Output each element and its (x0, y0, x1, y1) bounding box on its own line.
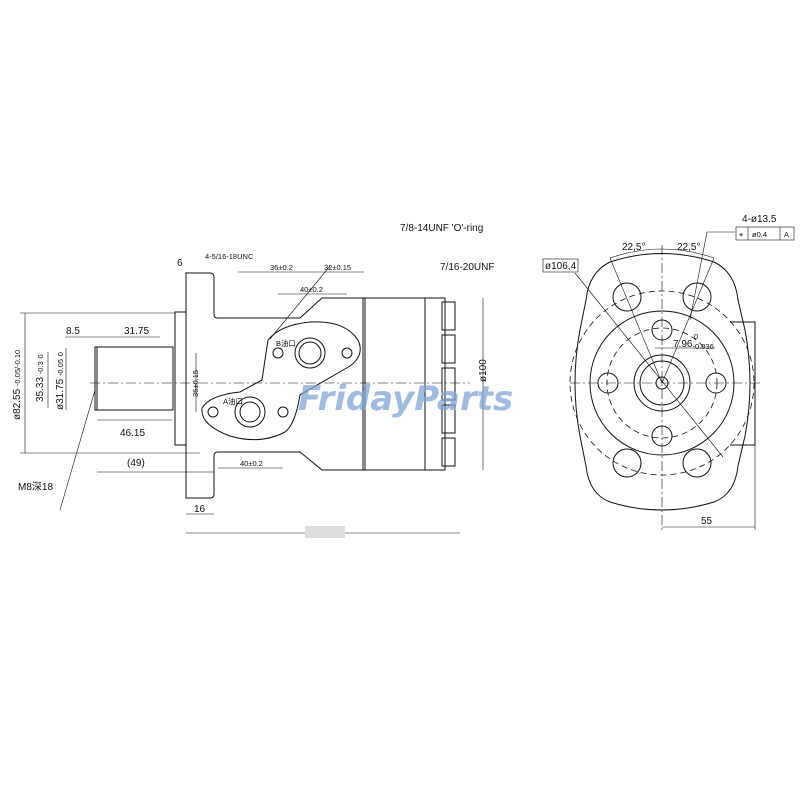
flange (185, 272, 446, 499)
dim-offset: 55 (701, 516, 713, 527)
dim-bolt-circle: ø106,4 (545, 261, 577, 272)
shaft (94, 346, 174, 411)
dim-oring-port: 7/8-14UNF 'O'-ring (400, 223, 483, 234)
dim-key-width-upper: 0 (694, 332, 698, 341)
dim-bolt-thread: 4-5/16-18UNC (205, 252, 254, 261)
dim-mount-holes: 4-ø13.5 (742, 214, 777, 225)
dim-port-spacing: 36±0.2 (270, 263, 293, 272)
dim-vertical-port-spacing: 36±0.15 (191, 370, 200, 397)
mount-flange (574, 253, 751, 511)
port-a-label: A油口 (223, 396, 243, 406)
position-symbol-icon: ⌖ (739, 230, 744, 239)
dim-key-offset: 8.5 (66, 326, 80, 337)
bolt-heads (441, 301, 456, 467)
blurred-dimension (305, 526, 345, 538)
dim-shaft-length: 46.15 (120, 428, 145, 439)
dim-shaft-total: (49) (127, 458, 145, 469)
dim-flange-thickness: 6 (177, 258, 183, 269)
dim-position-tol: ø0.4 (752, 230, 767, 239)
port-a (234, 396, 266, 428)
dim-flange-width: 16 (194, 504, 206, 515)
port-b (294, 337, 326, 369)
position-tolerance-frame (735, 226, 795, 241)
dim-center-thread: M8深18 (18, 481, 53, 493)
dim-key-height: 35.33 -0.3 0 (35, 354, 46, 402)
dim-body-dia: ø100 (478, 359, 489, 382)
datum-label: A (784, 230, 789, 239)
front-view (542, 226, 795, 530)
pilot (174, 311, 187, 446)
dim-angle-right: 22,5° (677, 242, 700, 253)
dim-shaft-dia: ø31.75 -0.05 0 (55, 352, 66, 410)
dim-port-span-top: 40±0.2 (300, 285, 323, 294)
dim-key-width: 7.96-0.036 (673, 339, 714, 351)
port-b-label: B油口 (276, 338, 296, 348)
side-view (20, 265, 484, 534)
dim-drain-port: 7/16-20UNF (440, 262, 494, 273)
dim-port-offset: 32±0.15 (324, 263, 351, 272)
dim-key-length: 31.75 (124, 326, 149, 337)
dim-port-span-bottom: 40±0.2 (240, 459, 263, 468)
dim-pilot-dia: ø82.55 -0.05/-0.10 (12, 350, 23, 420)
dim-angle-left: 22,5° (622, 242, 645, 253)
port-plate (201, 321, 361, 441)
watermark-logo: FridayParts (298, 379, 513, 419)
